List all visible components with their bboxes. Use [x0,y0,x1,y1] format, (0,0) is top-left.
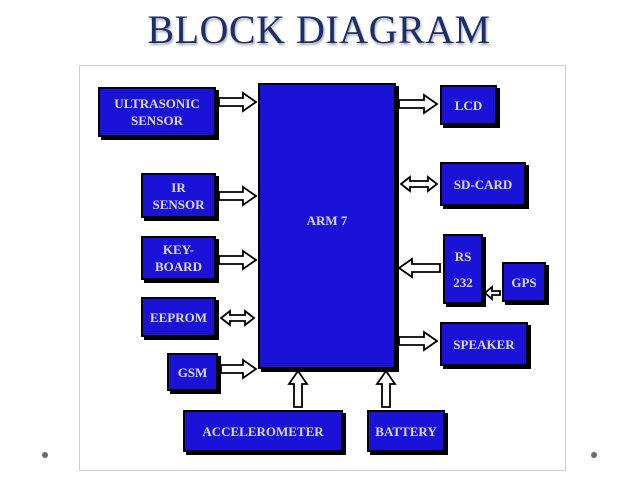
gsm-block: GSM [167,353,218,391]
ultrasonic-sensor-block: ULTRASONIC SENSOR [98,87,216,137]
arrow-accelerometer-to-arm [287,369,309,408]
lcd-label: LCD [454,97,483,113]
accelerometer-label: ACCELEROMETER [202,423,324,439]
arrow-gsm-to-arm [220,358,258,380]
arrow-arm-to-speaker [398,330,439,352]
rs232-label: RS 232 [453,248,473,290]
ultrasonic-sensor-label: ULTRASONIC SENSOR [114,96,200,128]
accelerometer-block: ACCELEROMETER [183,410,343,452]
keyboard-block: KEY- BOARD [141,236,216,280]
speaker-label: SPEAKER [453,336,515,352]
nav-dot-left [42,452,48,458]
arrow-ultrasonic-to-arm [218,91,258,113]
lcd-block: LCD [440,85,497,125]
slide-title: BLOCK DIAGRAM [147,7,491,52]
arrow-keyboard-to-arm [218,249,258,271]
battery-label: BATTERY [375,423,437,439]
sdcard-label: SD-CARD [453,176,513,192]
eeprom-label: EEPROM [149,309,208,325]
arrow-arm-sdcard [399,175,439,193]
arrow-arm-to-lcd [398,93,439,115]
gps-label: GPS [511,274,537,290]
arm7-block: ARM 7 [258,83,396,369]
eeprom-block: EEPROM [141,297,216,337]
gsm-label: GSM [177,364,208,380]
keyboard-label: KEY- BOARD [155,242,202,274]
ir-sensor-block: IR SENSOR [141,173,216,218]
battery-block: BATTERY [367,410,445,452]
arrow-ir-to-arm [218,185,258,207]
rs232-block: RS 232 [443,234,483,304]
arrow-gps-to-rs232 [483,285,501,301]
sdcard-block: SD-CARD [440,162,526,206]
ir-sensor-label: IR SENSOR [152,179,205,212]
arrow-rs232-to-arm [397,257,441,279]
arrow-battery-to-arm [375,369,397,408]
nav-dot-right [591,452,597,458]
gps-block: GPS [502,262,546,302]
arrow-eeprom-arm [219,309,256,327]
speaker-block: SPEAKER [440,322,528,366]
arm7-label: ARM 7 [306,213,348,228]
